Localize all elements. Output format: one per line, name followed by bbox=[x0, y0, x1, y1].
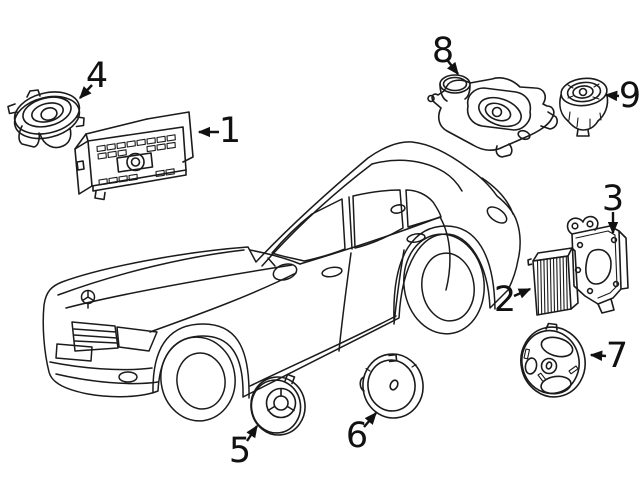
fog-light bbox=[118, 371, 138, 383]
callout-9-arrow bbox=[604, 90, 620, 102]
license-plate bbox=[55, 343, 93, 362]
callout-6-number: 6 bbox=[346, 416, 368, 456]
rear-wheel bbox=[403, 233, 485, 335]
callout-8[interactable]: 8 bbox=[432, 31, 459, 76]
part-7-speaker-frame bbox=[520, 322, 586, 398]
far-side-mirror bbox=[390, 204, 406, 214]
callout-8-number: 8 bbox=[432, 31, 454, 71]
callout-7-arrow bbox=[589, 350, 607, 362]
part-6-rear-speaker bbox=[359, 353, 424, 419]
part-2-amplifier bbox=[527, 247, 579, 316]
mercedes-star bbox=[80, 289, 96, 309]
front-wheel bbox=[160, 336, 236, 422]
callout-5-arrow bbox=[246, 424, 258, 442]
part-9-tweeter bbox=[559, 77, 609, 137]
callout-2[interactable]: 2 bbox=[494, 280, 532, 320]
callout-1[interactable]: 1 bbox=[197, 111, 241, 151]
car-body-outline bbox=[42, 141, 521, 398]
callout-4-number: 4 bbox=[86, 56, 108, 96]
callout-8-arrow bbox=[446, 60, 459, 76]
callout-7[interactable]: 7 bbox=[589, 336, 628, 376]
callout-3-number: 3 bbox=[602, 179, 624, 219]
side-mirror bbox=[272, 263, 298, 281]
callout-3[interactable]: 3 bbox=[602, 179, 624, 235]
part-8-center-speaker-assembly bbox=[427, 74, 558, 158]
b-pillar bbox=[348, 196, 353, 250]
grille bbox=[71, 321, 119, 352]
callout-5-number: 5 bbox=[229, 431, 251, 471]
callout-2-arrow bbox=[513, 287, 532, 299]
part-5-front-speaker bbox=[250, 373, 306, 436]
rear-door-handle bbox=[406, 233, 426, 243]
rear-door-window bbox=[352, 189, 404, 249]
headlight bbox=[116, 326, 158, 352]
front-door-window bbox=[271, 198, 346, 262]
callout-7-number: 7 bbox=[606, 336, 628, 376]
callout-6-arrow bbox=[363, 411, 377, 428]
callout-1-number: 1 bbox=[219, 111, 241, 151]
callout-9-number: 9 bbox=[619, 76, 640, 116]
part-4-door-speaker bbox=[7, 89, 85, 149]
car-illustration bbox=[42, 141, 521, 422]
front-door-handle bbox=[321, 266, 343, 278]
callout-6[interactable]: 6 bbox=[346, 411, 377, 456]
callout-5[interactable]: 5 bbox=[229, 424, 258, 471]
callout-2-number: 2 bbox=[494, 280, 516, 320]
callout-4[interactable]: 4 bbox=[79, 56, 108, 99]
callout-4-arrow bbox=[79, 84, 93, 99]
part-1-radio-head-unit bbox=[74, 111, 194, 201]
quarter-window bbox=[405, 189, 442, 228]
callout-9[interactable]: 9 bbox=[604, 76, 640, 116]
tail-light bbox=[486, 206, 508, 224]
